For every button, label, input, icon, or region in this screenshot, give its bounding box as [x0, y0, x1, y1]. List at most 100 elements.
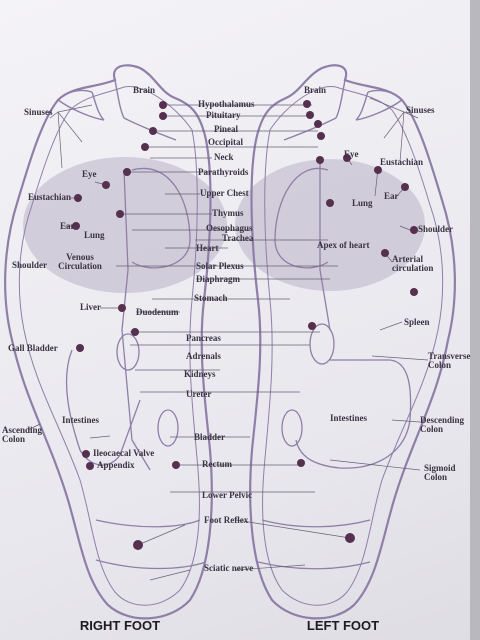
point-eustachian-right	[74, 194, 82, 202]
label-pituitary: Pituitary	[206, 110, 241, 120]
label-intestines-left: Intestines	[330, 413, 368, 423]
label-upper-chest: Upper Chest	[200, 188, 249, 198]
right-foot-bladder	[157, 409, 179, 447]
point-appendix	[86, 462, 94, 470]
label-arterial-circulation: Arterial circulation	[392, 254, 434, 274]
label-heart: Heart	[196, 243, 219, 253]
label-parathyroids: Parathyroids	[198, 167, 249, 177]
point-lung-left	[326, 199, 334, 207]
label-lung-right: Lung	[84, 230, 105, 240]
point-rectum-right	[172, 461, 180, 469]
sinus-leaders	[49, 97, 419, 169]
point-spleen	[410, 288, 418, 296]
label-sinuses-right: Sinuses	[24, 107, 53, 117]
left-foot-inner-outline	[262, 86, 444, 606]
label-solar-plexus: Solar Plexus	[196, 261, 244, 271]
leader-lines	[27, 104, 429, 581]
label-descending-colon: Descending Colon	[420, 415, 465, 435]
title-left-foot: LEFT FOOT	[306, 618, 380, 633]
point-eustachian-left	[374, 166, 382, 174]
label-occipital: Occipital	[208, 137, 243, 147]
point-left-pancreas	[308, 322, 316, 330]
label-appendix: Appendix	[97, 460, 135, 470]
label-hypothalamus: Hypothalamus	[198, 99, 255, 109]
label-venous-circulation: Venous Circulation	[58, 252, 102, 272]
point-hypothalamus	[159, 101, 167, 109]
right-foot-kidney	[116, 333, 140, 371]
label-oesophagus: Oesophagus	[206, 223, 253, 233]
left-foot-spine-line	[319, 160, 331, 331]
right-foot-lung-zone	[23, 157, 227, 293]
label-thymus: Thymus	[212, 208, 244, 218]
label-adrenals: Adrenals	[186, 351, 221, 361]
label-ear-left: Ear	[384, 191, 399, 201]
page-edge	[470, 0, 480, 640]
point-parathyroids	[123, 168, 131, 176]
point-eye-left	[343, 154, 351, 162]
label-eye-left: Eye	[344, 149, 359, 159]
label-duodenum: Duodenum	[136, 307, 179, 317]
left-foot-bladder	[281, 409, 303, 447]
label-eustachian-left: Eustachian	[380, 157, 424, 167]
point-shoulder-left	[410, 226, 418, 234]
right-foot-inner-outline	[18, 86, 200, 606]
heel-bands	[95, 519, 371, 570]
label-sigmoid-colon: Sigmoid Colon	[424, 463, 456, 483]
label-apex-of-heart: Apex of heart	[317, 240, 370, 250]
label-spleen: Spleen	[404, 317, 430, 327]
point-arterial-circulation	[381, 249, 389, 257]
label-ear-right: Ear	[60, 221, 75, 231]
point-eye-right	[102, 181, 110, 189]
point-left-pituitary	[306, 111, 314, 119]
left-foot-colon	[295, 359, 412, 469]
point-gall-bladder	[76, 344, 84, 352]
label-intestines-right: Intestines	[62, 415, 100, 425]
label-liver: Liver	[80, 302, 101, 312]
label-ileocaecal-valve: Ileocaecal Valve	[93, 448, 155, 458]
label-brain-left: Brain	[304, 85, 327, 95]
label-rectum: Rectum	[202, 459, 232, 469]
point-left-neck	[316, 156, 324, 164]
label-pancreas: Pancreas	[186, 333, 221, 343]
left-foot-outline	[249, 64, 456, 620]
point-ear-right	[72, 222, 80, 230]
right-foot-toes	[57, 79, 177, 141]
point-ileocaecal	[82, 450, 90, 458]
right-foot-outline	[4, 64, 213, 620]
left-foot-toes	[283, 79, 403, 141]
title-right-foot: RIGHT FOOT	[79, 618, 161, 633]
label-eustachian-right: Eustachian	[28, 192, 72, 202]
point-duodenum	[118, 304, 126, 312]
point-left-occipital	[317, 132, 325, 140]
label-eye-right: Eye	[82, 169, 97, 179]
point-pancreas	[131, 328, 139, 336]
point-foot-reflex-right	[133, 540, 143, 550]
label-sciatic-nerve: Sciatic nerve	[204, 563, 254, 573]
label-ascending-colon: Ascending Colon	[2, 425, 43, 445]
right-foot-spine-line	[121, 169, 151, 471]
label-lung-left: Lung	[352, 198, 373, 208]
label-kidneys: Kidneys	[184, 369, 216, 379]
point-pineal	[149, 127, 157, 135]
label-ureter: Ureter	[186, 389, 212, 399]
label-shoulder-right: Shoulder	[12, 260, 48, 270]
label-stomach: Stomach	[194, 293, 228, 303]
point-rectum-left	[297, 459, 305, 467]
label-transverse-colon: Transverse Colon	[428, 351, 471, 371]
point-thymus	[116, 210, 124, 218]
point-pituitary	[159, 112, 167, 120]
label-diaphragm: Diaphragm	[196, 274, 241, 284]
label-neck: Neck	[214, 152, 234, 162]
point-left-pineal	[314, 120, 322, 128]
point-foot-reflex-left	[345, 533, 355, 543]
label-sinuses-left: Sinuses	[406, 105, 435, 115]
point-ear-left	[401, 183, 409, 191]
label-bladder: Bladder	[194, 432, 226, 442]
label-gall-bladder: Gall Bladder	[8, 343, 58, 353]
right-foot-colon	[65, 349, 141, 466]
label-shoulder-left: Shoulder	[418, 224, 454, 234]
label-brain-right: Brain	[133, 85, 156, 95]
label-pineal: Pineal	[214, 124, 238, 134]
point-brain-left	[303, 100, 311, 108]
